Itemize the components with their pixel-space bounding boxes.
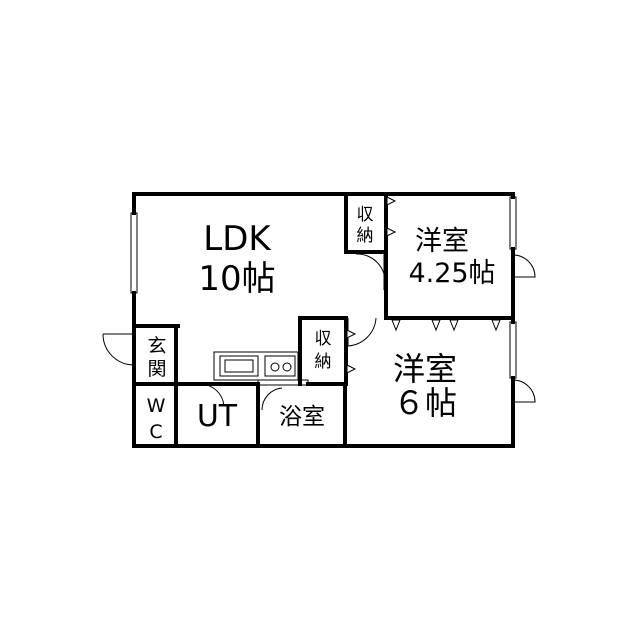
sink-icon bbox=[219, 355, 259, 377]
ldk-name: LDK bbox=[203, 219, 272, 259]
wc-line2: C bbox=[149, 421, 162, 443]
window-right-top bbox=[509, 196, 517, 250]
western-small-name: 洋室 bbox=[415, 226, 469, 257]
western-large-size: ６帖 bbox=[393, 384, 457, 422]
stove-icon bbox=[264, 355, 296, 377]
western-large-name: 洋室 bbox=[393, 350, 457, 388]
door-ut bbox=[199, 383, 225, 407]
bath-name: 浴室 bbox=[279, 404, 325, 430]
door-balcony-large bbox=[512, 379, 536, 403]
door-room-small bbox=[355, 253, 386, 291]
storage-mid-line1: 収 bbox=[315, 329, 332, 349]
utility-name: UT bbox=[197, 399, 238, 434]
door-room-large bbox=[347, 317, 377, 347]
entrance-line1: 玄 bbox=[147, 335, 166, 357]
kitchen-counter bbox=[213, 351, 299, 381]
wc-line1: W bbox=[147, 395, 166, 417]
western-small-size: 4.25帖 bbox=[408, 258, 495, 289]
window-right-bottom bbox=[509, 321, 517, 379]
ldk-size: 10帖 bbox=[198, 259, 275, 299]
storage-top-line1: 収 bbox=[357, 205, 374, 225]
storage-mid-line2: 納 bbox=[315, 352, 332, 372]
window-ldk-left bbox=[130, 212, 138, 294]
doors bbox=[102, 253, 536, 411]
door-balcony-small bbox=[512, 254, 536, 278]
storage-top-line2: 納 bbox=[357, 226, 374, 246]
door-bath bbox=[261, 387, 283, 411]
walls bbox=[132, 192, 515, 448]
closet-markers bbox=[346, 196, 501, 374]
door-entrance bbox=[102, 333, 135, 366]
entrance-line2: 関 bbox=[147, 358, 166, 380]
